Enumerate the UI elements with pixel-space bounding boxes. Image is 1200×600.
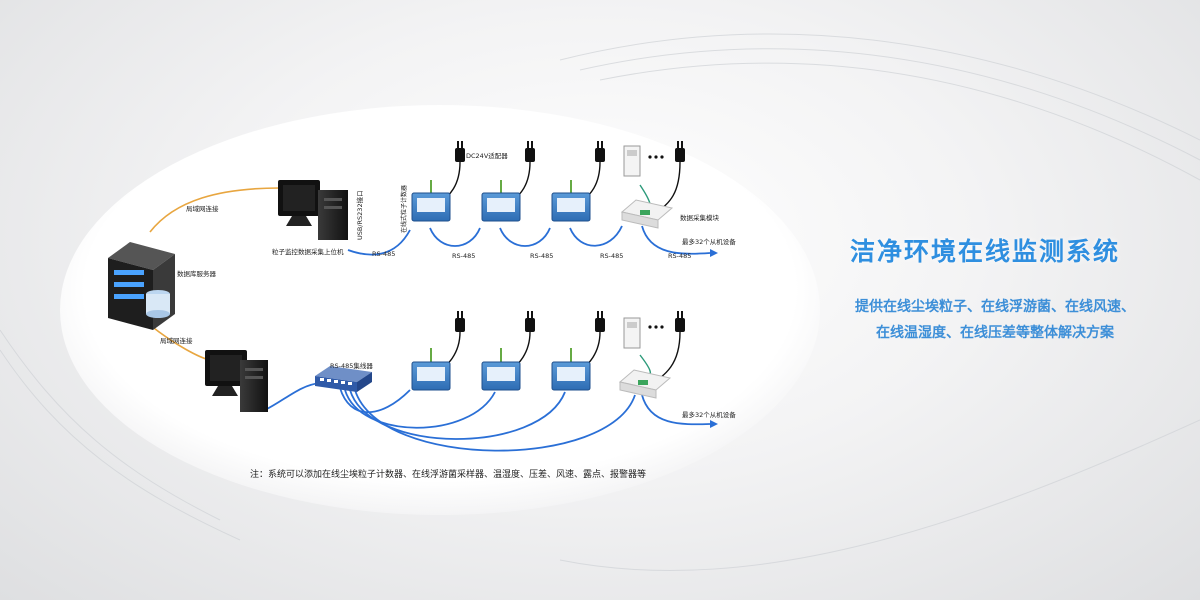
data-acquisition-module [620,199,674,229]
rs485-label: RS-485 [530,252,553,260]
server-label: 数据库服务器 [177,269,217,278]
background-waves [0,33,1200,572]
usb-label: USB/RS232接口 [355,190,364,240]
acquisition-label: 数据采集模块 [680,213,720,222]
particle-counter-label: 在线式粒子计数器 [400,185,408,233]
rs485-label: RS-485 [372,250,395,258]
page-title: 洁净环境在线监测系统 [849,237,1120,266]
host-computer-top [278,180,348,240]
particle-counter [481,180,521,222]
max-devices-label-top: 最多32个从机设备 [682,237,736,246]
host-label: 粒子监控数据采集上位机 [272,247,344,256]
arrowheads [710,249,718,428]
lan-link-top [149,187,281,233]
particle-counter [481,348,521,391]
power-adapters [455,141,685,332]
rs485-cables [264,225,711,452]
rs485-label: RS-485 [600,252,623,260]
ellipsis-dots [648,155,664,329]
description-line-2: 在线温湿度、在线压差等整体解决方案 [876,325,1114,341]
rs485-label: RS-485 [668,252,691,260]
rs485-hub [315,366,372,392]
particle-counter [551,180,591,222]
sensor-device [623,317,641,349]
particle-counter [411,348,451,391]
description-line-1: 提供在线尘埃粒子、在线浮游菌、在线风速、 [855,299,1135,315]
rs485-label: RS-485 [452,252,475,260]
max-devices-label-bottom: 最多32个从机设备 [682,410,736,419]
particle-counter [551,348,591,391]
page-description: 提供在线尘埃粒子、在线浮游菌、在线风速、 在线温湿度、在线压差等整体解决方案 [830,294,1160,346]
lan-label-bottom: 局域网连接 [160,336,193,345]
power-label: DC24V适配器 [466,151,508,160]
host-computer-bottom [205,350,268,412]
database-server [108,242,175,330]
system-note: 注：系统可以添加在线尘埃粒子计数器、在线浮游菌采样器、温湿度、压差、风速、露点、… [250,468,646,480]
sensor-device [623,145,641,177]
particle-counter [411,180,451,222]
data-acquisition-module [618,369,672,399]
lan-label-top: 局域网连接 [186,204,219,213]
hub-label: RS-485集线器 [330,361,373,370]
